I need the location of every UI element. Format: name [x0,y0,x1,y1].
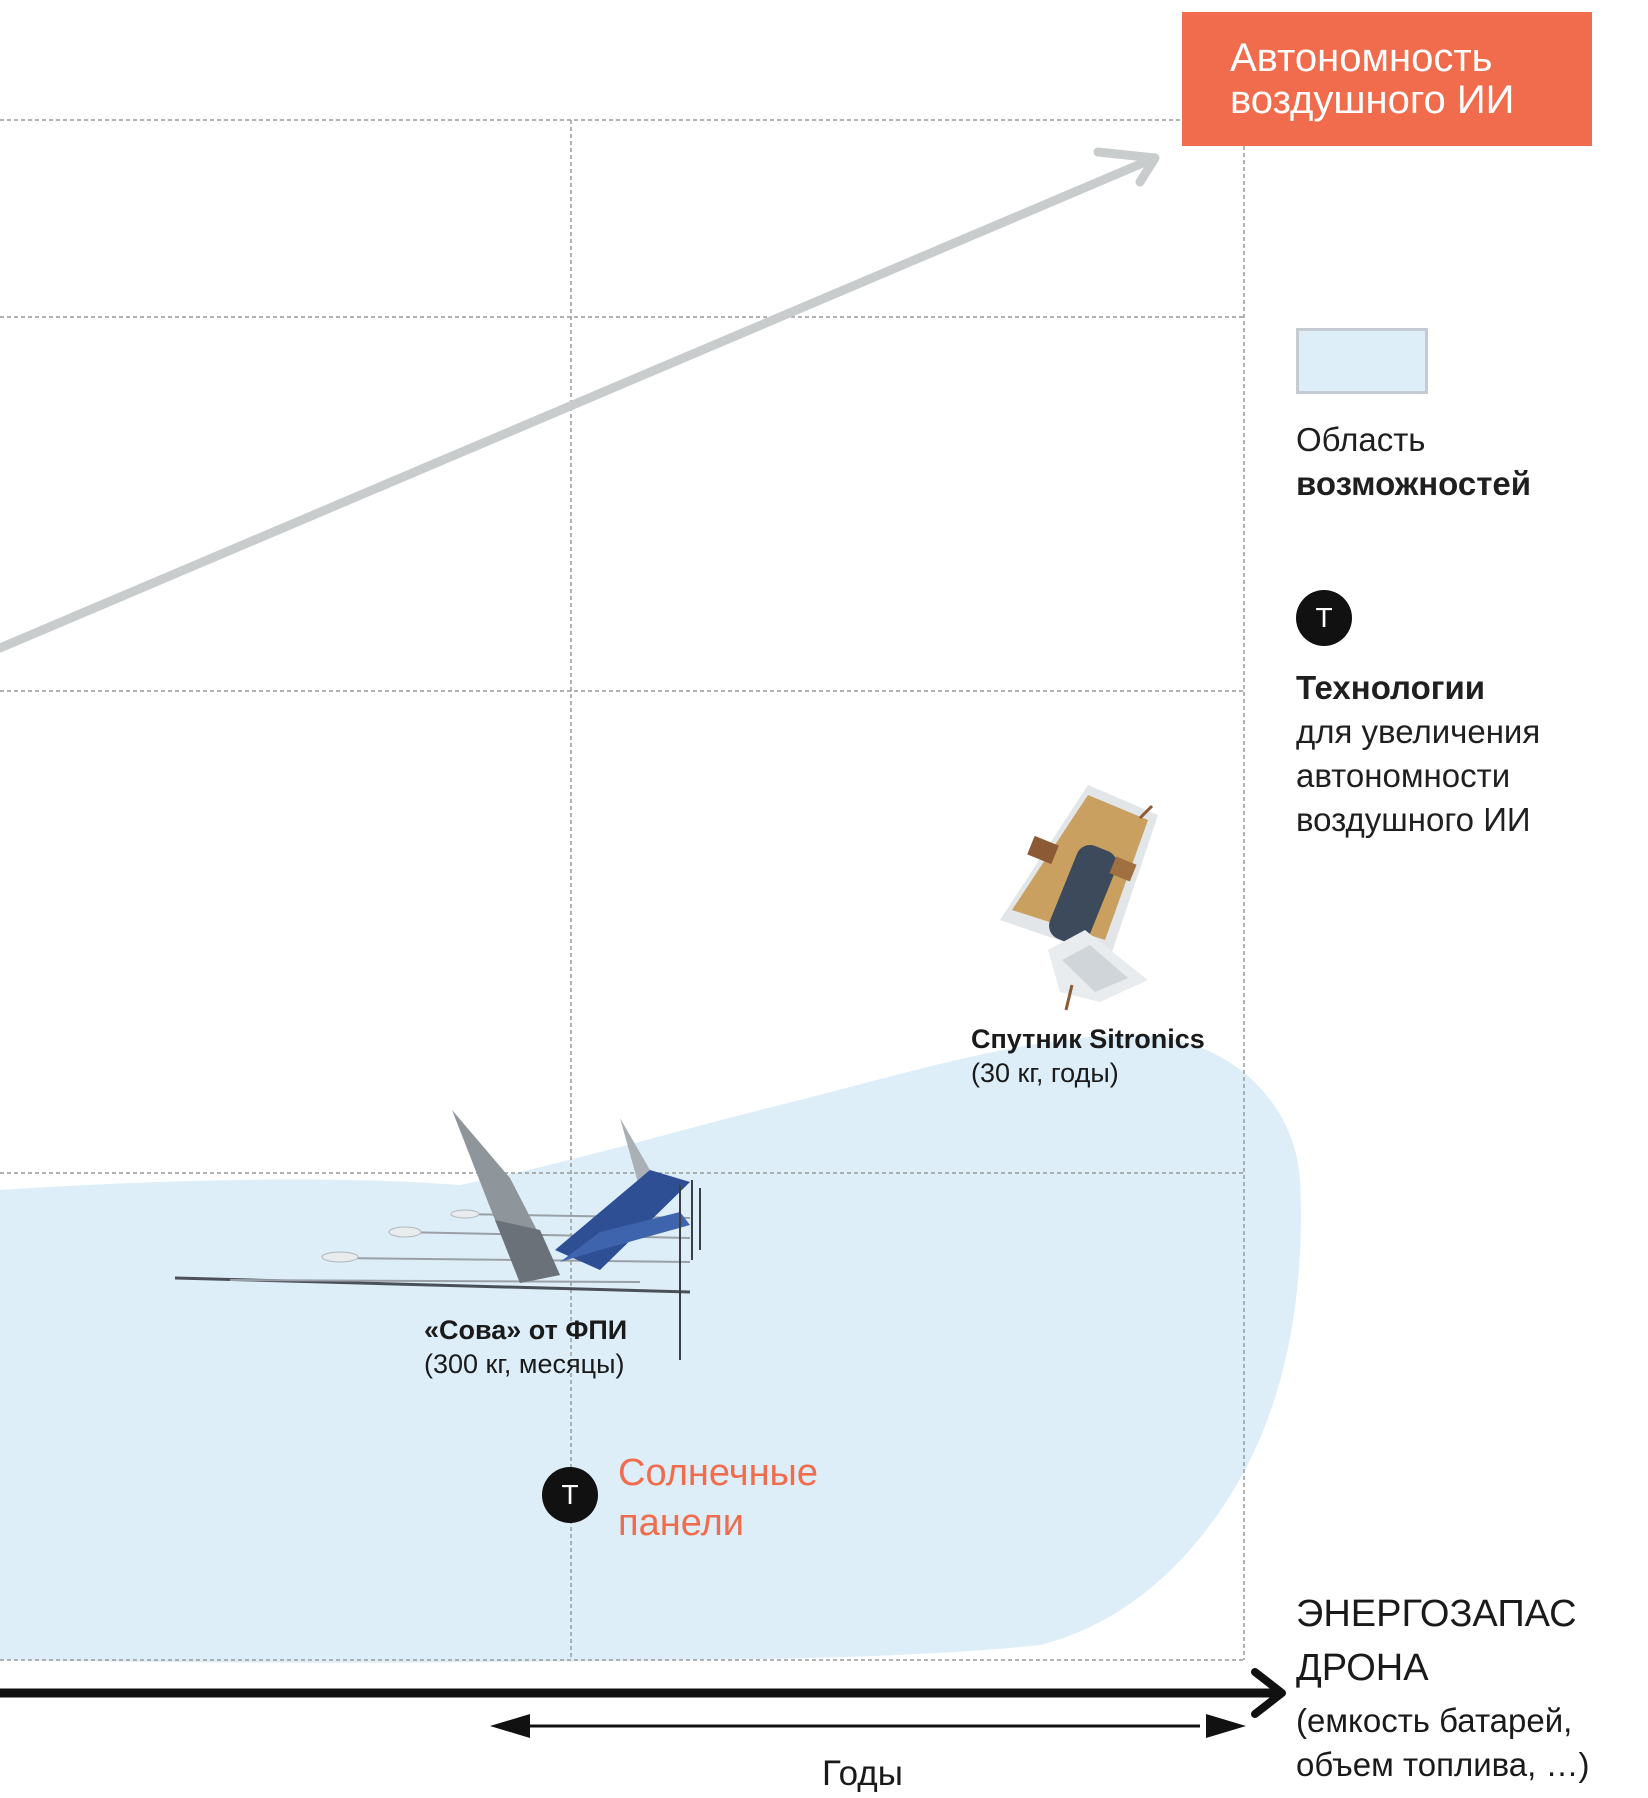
satellite-label: Спутник Sitronics (30 кг, годы) [971,1022,1205,1090]
satellite-name: Спутник Sitronics [971,1024,1205,1054]
satellite-details: (30 кг, годы) [971,1058,1119,1088]
legend-tech-label: Технологии для увеличения автономности в… [1296,666,1540,842]
legend-area-line2: возможностей [1296,465,1532,502]
legend-tech-line: автономности [1296,757,1511,794]
legend-tech-heading: Технологии [1296,669,1486,706]
grid [0,119,1245,1661]
energy-axis-title-line2: ДРОНА [1296,1647,1429,1689]
solar-panels-line1: Солнечные [618,1452,819,1494]
legend-area-line1: Область [1296,421,1426,458]
years-range-label: Годы [822,1754,903,1793]
legend-tech-line: для увеличения [1296,713,1541,750]
energy-axis-title-line1: ЭНЕРГОЗАПАС [1296,1593,1577,1635]
energy-axis-sub-line1: (емкость батарей, [1296,1702,1573,1739]
capability-area [0,1034,1301,1663]
trend-arrow [0,147,1160,653]
sova-label: «Сова» от ФПИ (300 кг, месяцы) [424,1313,627,1381]
sova-details: (300 кг, месяцы) [424,1349,625,1379]
legend-area-swatch [1296,328,1428,394]
legend-tech-line: воздушного ИИ [1296,801,1531,838]
years-range-arrow [490,1714,1246,1738]
solar-panels-label: Солнечные панели [618,1448,818,1548]
solar-tech-badge-icon: Т [542,1467,598,1523]
solar-drone-icon [174,1110,701,1360]
satellite-icon [1000,785,1158,1011]
legend-area-label: Область возможностей [1296,418,1531,506]
legend-tech-badge-icon: Т [1296,590,1352,646]
energy-axis-label: ЭНЕРГОЗАПАС ДРОНА (емкость батарей, объе… [1296,1587,1590,1787]
solar-panels-line2: панели [618,1502,744,1544]
energy-axis [0,1668,1286,1718]
autonomy-title-line2: воздушного ИИ [1230,78,1515,122]
energy-axis-sub-line2: объем топлива, …) [1296,1746,1590,1783]
autonomy-title: Автономность воздушного ИИ [1182,12,1592,146]
autonomy-title-line1: Автономность [1230,36,1493,80]
sova-name: «Сова» от ФПИ [424,1315,628,1345]
